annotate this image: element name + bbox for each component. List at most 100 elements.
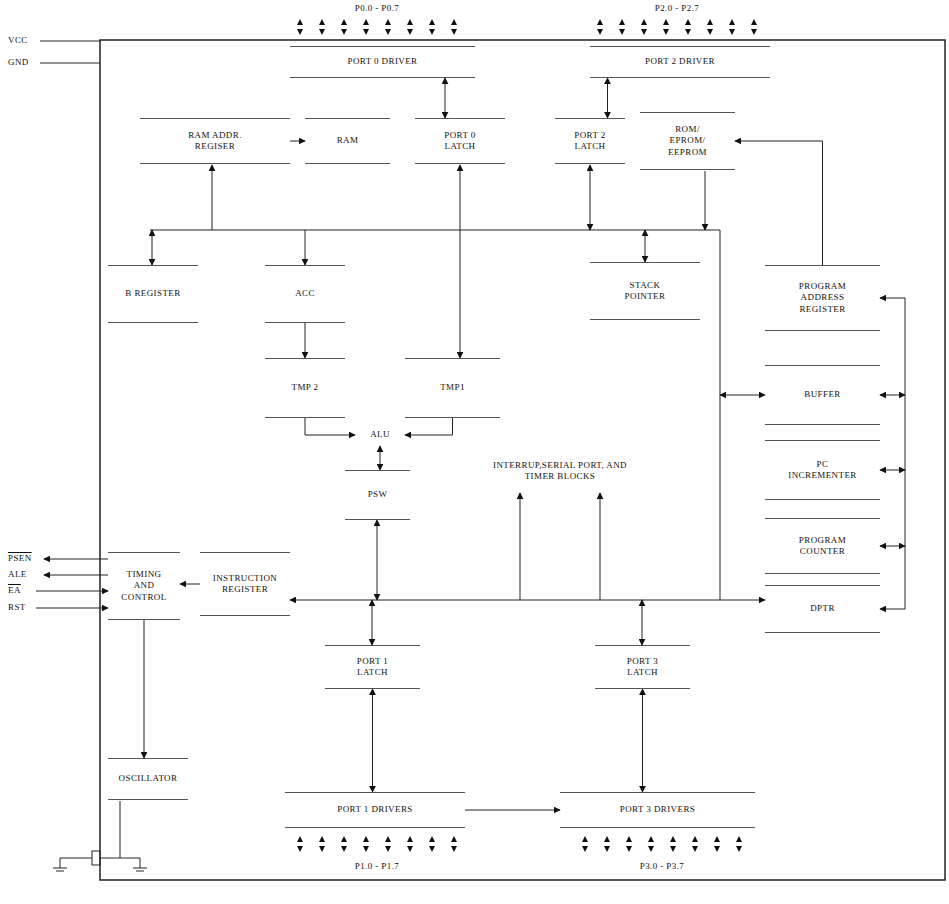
bus-tap xyxy=(377,520,378,600)
crystal-symbol xyxy=(53,801,147,871)
control-line xyxy=(36,591,108,592)
data-path-arrow xyxy=(180,584,200,585)
block-text: ALU xyxy=(370,429,390,440)
block-text: PORT 1 LATCH xyxy=(348,656,398,679)
block-text: PROGRAM COUNTER xyxy=(783,535,863,558)
bus-tap xyxy=(642,600,643,645)
block-text: TIMING AND CONTROL xyxy=(119,569,169,603)
block-text: INTERRUP,SERIAL PORT, AND TIMER BLOCKS xyxy=(493,460,628,483)
power-line xyxy=(40,41,100,42)
block-box: TIMING AND CONTROL xyxy=(108,552,180,620)
pin-label: GND xyxy=(8,57,29,68)
block-box: PC INCREMENTER xyxy=(765,440,880,500)
pin-label: VCC xyxy=(8,35,28,46)
data-path-arrow xyxy=(305,323,306,358)
internal-bus xyxy=(720,230,721,600)
block-box: BUFFER xyxy=(765,365,880,425)
bus-tap xyxy=(212,165,213,230)
block-box: PORT 0 DRIVER xyxy=(290,46,475,78)
bus-tap xyxy=(880,395,905,396)
block-box: DPTR xyxy=(765,585,880,633)
block-box: PORT 2 DRIVER xyxy=(590,46,770,78)
bus-tap xyxy=(645,230,646,262)
block-box: RAM xyxy=(305,118,390,164)
bus-tap xyxy=(720,395,765,396)
block-text: INSTRUCTION REGISTER xyxy=(205,573,285,596)
bus-tap xyxy=(600,493,601,600)
bus-tap xyxy=(460,230,461,358)
internal-bus xyxy=(150,230,720,231)
bus-tap xyxy=(880,470,905,471)
data-path-arrow xyxy=(380,446,381,470)
block-box: TMP1 xyxy=(405,358,500,418)
block-text: DPTR xyxy=(810,603,835,614)
block-text: PROGRAM ADDRESS REGISTER xyxy=(778,281,868,315)
block-text: PORT 1 DRIVERS xyxy=(337,804,412,815)
data-path-arrow xyxy=(372,689,373,792)
bus-tap xyxy=(520,493,521,600)
block-text: RAM ADDR. REGISER xyxy=(185,130,245,153)
pin-label: P2.0 - P2.7 xyxy=(655,3,699,14)
block-text: BUFFER xyxy=(804,389,840,400)
bus-tap xyxy=(705,171,706,230)
bus-tap xyxy=(590,165,591,230)
data-path-arrow xyxy=(290,141,305,142)
block-text: RAM xyxy=(337,135,359,146)
block-text: ACC xyxy=(295,288,315,299)
block-text: PORT 3 LATCH xyxy=(618,656,668,679)
data-path-arrow xyxy=(642,689,643,792)
block-box: RAM ADDR. REGISER xyxy=(140,118,290,164)
block-box: PROGRAM ADDRESS REGISTER xyxy=(765,265,880,331)
block-box: PORT 3 LATCH xyxy=(595,645,690,689)
block-text: PC INCREMENTER xyxy=(783,459,863,482)
pin-label: P1.0 - P1.7 xyxy=(355,861,399,872)
block-box: STACK POINTER xyxy=(590,262,700,320)
block-text: OSCILLATOR xyxy=(119,773,178,784)
address-bus xyxy=(905,298,906,609)
chip-outline xyxy=(100,40,945,880)
block-box: PSW xyxy=(345,470,410,520)
block-text: PORT 0 LATCH xyxy=(435,130,485,153)
block-box: OSCILLATOR xyxy=(108,758,188,800)
block-box: PORT 2 LATCH xyxy=(555,118,625,164)
pin-label: EA xyxy=(8,585,21,596)
block-text: PORT 0 DRIVER xyxy=(347,56,417,67)
power-line xyxy=(40,63,100,64)
block-text: B REGISTER xyxy=(125,288,180,299)
block-box: ACC xyxy=(265,265,345,323)
block-text: PORT 2 LATCH xyxy=(565,130,615,153)
block-label: ALU xyxy=(355,424,405,446)
block-text: TMP 2 xyxy=(292,382,319,393)
pin-arrows xyxy=(297,19,757,852)
pin-label: ALE xyxy=(8,569,27,580)
control-line xyxy=(44,559,108,560)
data-path-arrow xyxy=(445,78,446,118)
control-line xyxy=(36,608,108,609)
data-path-arrow xyxy=(405,418,453,435)
block-box: INSTRUCTION REGISTER xyxy=(200,552,290,616)
block-label: INTERRUP,SERIAL PORT, AND TIMER BLOCKS xyxy=(470,452,650,490)
bus-tap xyxy=(880,546,905,547)
control-line xyxy=(44,575,108,576)
bus-tap xyxy=(305,230,306,265)
block-box: PORT 1 LATCH xyxy=(325,645,420,689)
block-text: PSW xyxy=(368,489,388,500)
data-path-arrow xyxy=(305,418,355,435)
block-box: PROGRAM COUNTER xyxy=(765,518,880,574)
block-text: TMP1 xyxy=(440,382,465,393)
data-path-arrow xyxy=(607,78,608,118)
data-path-arrow xyxy=(144,620,145,758)
block-box: PORT 3 DRIVERS xyxy=(560,792,755,828)
bus-tap xyxy=(372,600,373,645)
pin-label: P3.0 - P3.7 xyxy=(640,861,684,872)
pin-label: P0.0 - P0.7 xyxy=(355,3,399,14)
bus-tap xyxy=(152,230,153,265)
pin-label: RST xyxy=(8,602,26,613)
block-box: PORT 1 DRIVERS xyxy=(285,792,465,828)
block-text: ROM/ EPROM/ EEPROM xyxy=(658,124,718,158)
data-path-arrow xyxy=(735,141,823,265)
block-text: PORT 3 DRIVERS xyxy=(620,804,695,815)
internal-bus xyxy=(290,600,765,601)
block-text: PORT 2 DRIVER xyxy=(645,56,715,67)
block-text: STACK POINTER xyxy=(615,280,675,303)
